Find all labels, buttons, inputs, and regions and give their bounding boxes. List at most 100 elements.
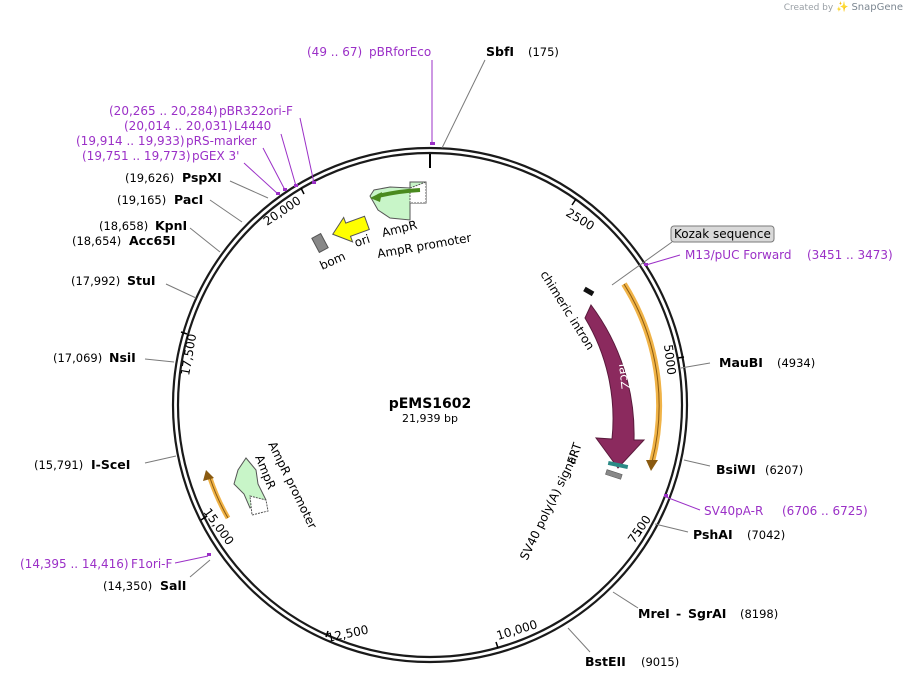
tick-20000 [300,187,305,195]
site-acc65i[interactable]: (18,654) Acc65I [72,233,176,248]
lacz-label: lacZ [616,363,633,390]
bom-label: bom [318,249,348,273]
tick-12500 [325,630,329,638]
orf-top [370,188,421,202]
primer-name: SV40pA-R [704,504,763,518]
site-sbfi[interactable]: SbfI (175) [486,44,559,59]
site-pos: (14,350) [103,579,152,593]
primer-name: pRS-marker [186,134,257,148]
site-pos: (17,069) [53,351,102,365]
plasmid-size: 21,939 bp [402,412,458,425]
site-maubi[interactable]: MauBI (4934) [719,355,815,370]
primer-name: pBR322ori-F [219,104,293,118]
orf-left [203,470,231,520]
site-sali[interactable]: (14,350) SalI [103,578,186,593]
primer-sv40pa-r[interactable]: SV40pA-R (6706 .. 6725) [704,504,868,518]
ori-label: ori [353,232,372,250]
feature-ori[interactable]: ori [329,211,372,250]
primer-leaders [174,60,701,564]
ampr-top-label: AmpR [380,218,418,240]
primer-pos: (3451 .. 3473) [807,248,893,262]
site-pshai[interactable]: PshAI (7042) [693,527,785,542]
tick-10000 [495,641,499,649]
site-name: MauBI [719,355,763,370]
site-pos: (15,791) [34,458,83,472]
primer-pgex3[interactable]: (19,751 .. 19,773) pGEX 3' [82,149,239,163]
backbone-outer [171,146,689,664]
feature-ampr-bottom[interactable]: AmpR AmpR promoter [233,439,320,531]
site-pspxi[interactable]: (19,626) PspXI [125,170,222,185]
frt-block [607,460,629,470]
tick-7500 [636,529,643,534]
site-separator: - [676,606,681,621]
site-name: StuI [127,273,156,288]
primer-pos: (6706 .. 6725) [782,504,868,518]
lacz-arrow [584,304,646,469]
primer-pbr322ori-f[interactable]: (20,265 .. 20,284) pBR322ori-F [109,104,293,118]
site-i-scei[interactable]: (15,791) I-SceI [34,457,130,472]
primer-name: pBRforEco [369,45,431,59]
tick-label-12500: 12,500 [326,623,370,645]
site-pos: (9015) [641,655,679,669]
primers: (49 .. 67) pBRforEco (20,265 .. 20,284) … [20,45,893,571]
site-pos: (6207) [765,463,803,477]
site-pos: (8198) [740,607,778,621]
ampr-bottom-arrow [233,457,267,509]
site-pos: (7042) [747,528,785,542]
site-kpni[interactable]: (18,658) KpnI [99,218,187,233]
primer-name: pGEX 3' [192,149,239,163]
tick-2500 [571,198,577,206]
primer-l4440[interactable]: (20,014 .. 20,031) L4440 [124,119,271,133]
site-name: PshAI [693,527,733,542]
site-pos: (19,626) [125,171,174,185]
site-name: MreI [638,606,670,621]
feature-kozak[interactable]: Kozak sequence [611,225,775,286]
site-nsii[interactable]: (17,069) NsiI [53,350,136,365]
site-bsiwi[interactable]: BsiWI (6207) [716,462,803,477]
primer-pos: (20,265 .. 20,284) [109,104,218,118]
tick-5000 [677,356,685,359]
feature-frt[interactable]: FRT [565,440,629,470]
bom-block [311,232,329,254]
watermark-brand: SnapGene [851,2,903,13]
primer-pbrforeco[interactable]: (49 .. 67) pBRforEco [307,45,431,59]
intron-block [583,286,595,297]
primer-pos: (49 .. 67) [307,45,362,59]
site-pos: (4934) [777,356,815,370]
feature-lacz[interactable]: lacZ [584,304,646,469]
primer-pos: (19,914 .. 19,933) [76,134,185,148]
site-paci[interactable]: (19,165) PacI [117,192,203,207]
primer-prs-marker[interactable]: (19,914 .. 19,933) pRS-marker [76,134,257,148]
site-name: KpnI [155,218,187,233]
site-name: I-SceI [91,457,130,472]
site-bsteii[interactable]: BstEII (9015) [585,654,679,669]
kozak-label: Kozak sequence [674,227,771,241]
tick-17500 [180,331,188,335]
primer-f1ori-f[interactable]: (14,395 .. 14,416) F1ori-F [20,557,172,571]
site-pos: (18,658) [99,219,148,233]
tick-label-20000: 20,000 [261,193,304,228]
primer-pos: (14,395 .. 14,416) [20,557,129,571]
site-pos: (17,992) [71,274,120,288]
tick-15000 [200,515,208,521]
feature-bom[interactable]: bom [311,232,348,273]
plasmid-name: pEMS1602 [389,396,472,412]
primer-pos: (19,751 .. 19,773) [82,149,191,163]
watermark-prefix: Created by [783,3,834,13]
primer-m13-puc-forward[interactable]: M13/pUC Forward (3451 .. 3473) [685,248,893,262]
restriction-sites: SbfI (175) MauBI (4934) BsiWI (6207) Psh… [34,44,815,669]
site-name: BsiWI [716,462,756,477]
snapgene-watermark: Created by ✨ SnapGene [784,2,903,13]
snapgene-logo-icon: ✨ [836,2,849,13]
backbone-inner [176,151,684,659]
feature-sv40[interactable]: SV40 poly(A) signal [517,451,623,562]
site-name: Acc65I [129,233,176,248]
site-mrei-sgrai[interactable]: MreI - SgrAI (8198) [638,606,778,621]
site-pos: (175) [528,45,559,59]
site-name: PspXI [182,170,222,185]
site-name: SbfI [486,44,514,59]
site-stui[interactable]: (17,992) StuI [71,273,156,288]
site-pos: (18,654) [72,234,121,248]
frt-label: FRT [565,440,585,466]
